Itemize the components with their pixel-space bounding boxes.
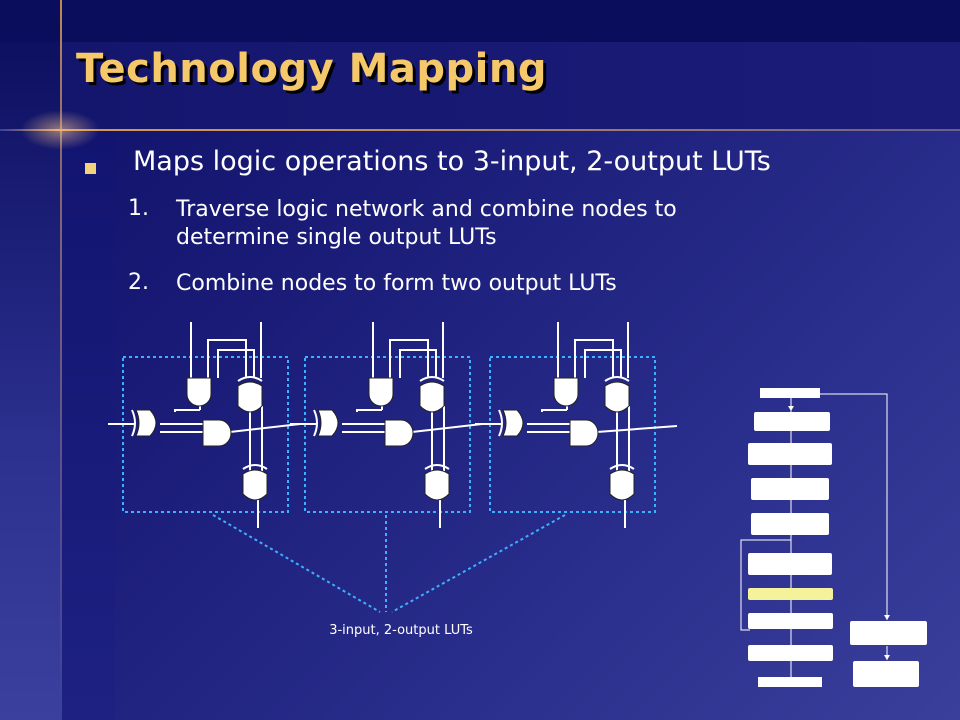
flow-block-side-2 — [853, 661, 919, 687]
flow-block-side-1 — [850, 621, 927, 645]
slide-title: Technology Mapping — [76, 46, 547, 92]
accent-glow — [20, 110, 100, 150]
step-2-text: Combine nodes to form two output LUTs — [176, 270, 617, 298]
lut-cell-2 — [290, 322, 483, 528]
bullet-square-icon — [85, 163, 96, 174]
step-1-line-1: Traverse logic network and combine nodes… — [176, 197, 677, 222]
flow-block-1 — [760, 388, 820, 398]
flow-block-10 — [758, 677, 822, 687]
flow-block-5 — [751, 513, 829, 535]
flow-block-2 — [754, 412, 830, 431]
left-band-inner — [60, 130, 115, 720]
lut-cell-3 — [475, 322, 678, 528]
flow-block-9 — [748, 645, 833, 661]
vertical-accent-line — [60, 0, 62, 720]
step-1-number: 1. — [128, 196, 149, 221]
top-band — [0, 0, 960, 42]
flow-block-highlight — [748, 588, 833, 600]
flow-block-4 — [751, 478, 829, 500]
lut-callout-lines — [212, 514, 566, 613]
step-2-number: 2. — [128, 270, 149, 295]
step-1-line-2: determine single output LUTs — [176, 225, 497, 250]
lut-label: 3-input, 2-output LUTs — [329, 623, 473, 638]
flow-block-6 — [748, 553, 832, 575]
horizontal-accent-line — [0, 129, 960, 131]
flow-block-3 — [748, 443, 832, 465]
step-2-line-1: Combine nodes to form two output LUTs — [176, 271, 617, 296]
main-bullet: Maps logic operations to 3-input, 2-outp… — [133, 146, 771, 177]
title-band — [60, 42, 960, 130]
step-1-text: Traverse logic network and combine nodes… — [176, 196, 677, 252]
flow-block-8 — [748, 613, 833, 629]
lut-cells — [108, 322, 678, 528]
lut-cell-1 — [108, 322, 301, 528]
design-flow — [740, 388, 927, 687]
